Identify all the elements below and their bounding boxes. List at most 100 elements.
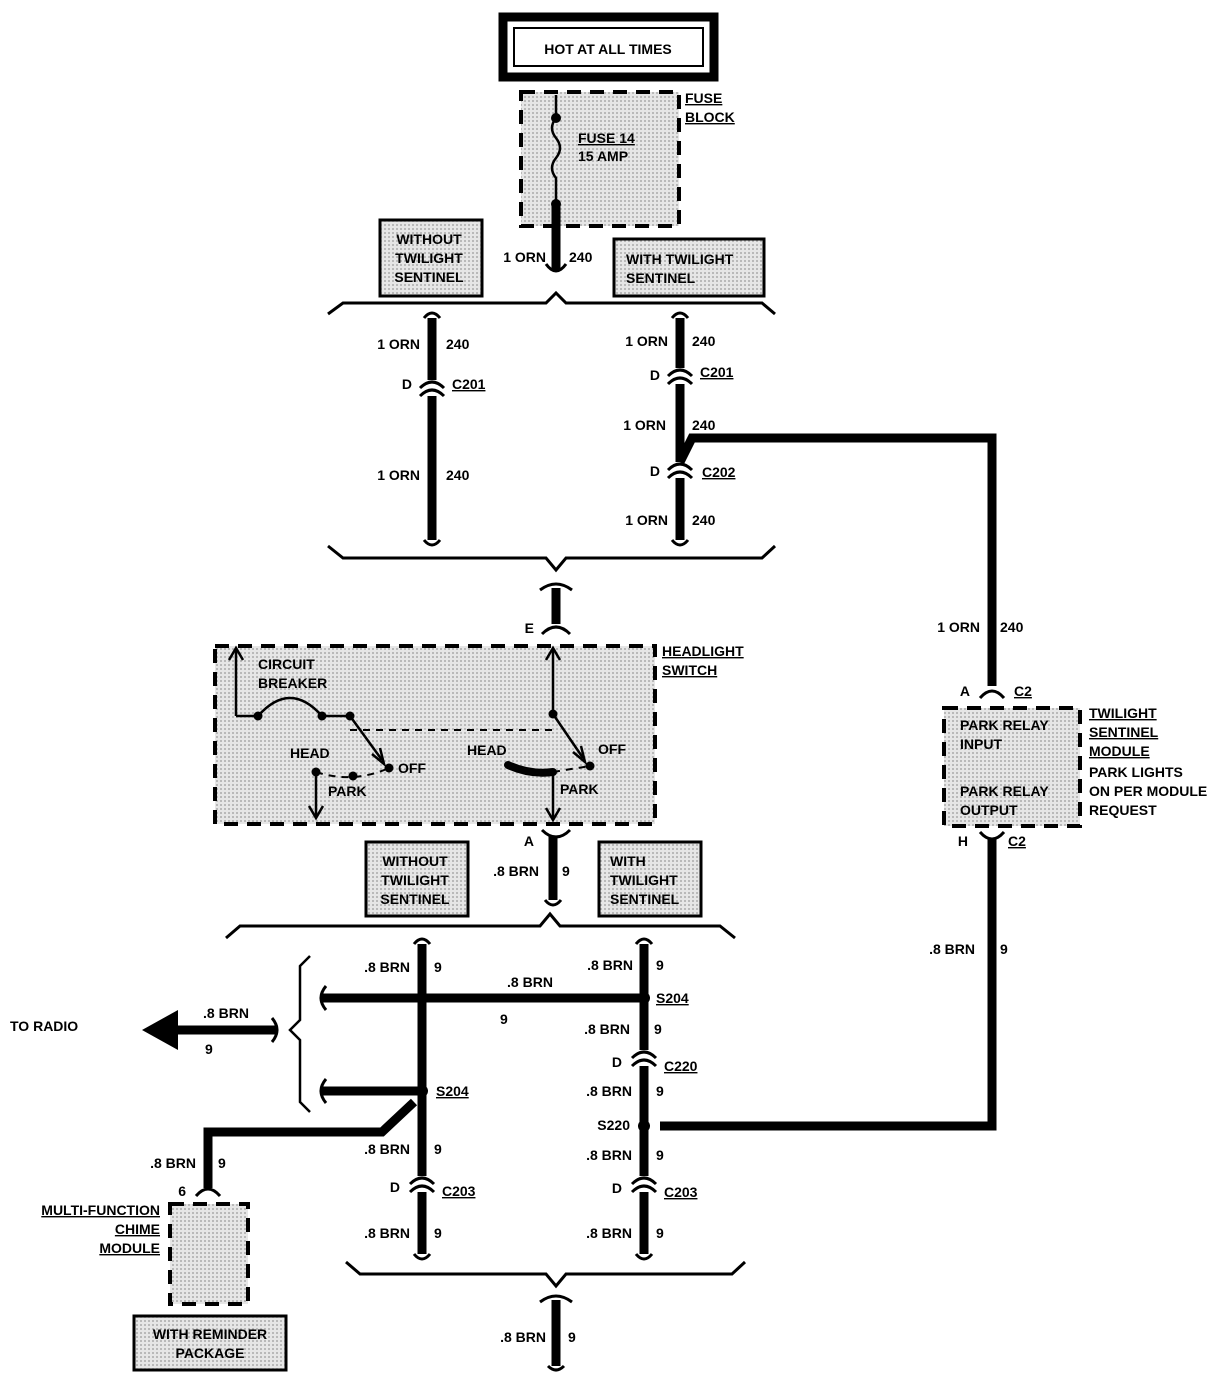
svg-text:9: 9 — [656, 1083, 664, 1099]
connector-c201-right: C201 — [700, 364, 734, 380]
svg-text:1 ORN: 1 ORN — [937, 619, 980, 635]
headlight-switch: HEADLIGHT SWITCH CIRCUIT BREAKER HEAD PA… — [213, 643, 744, 826]
svg-text:SENTINEL: SENTINEL — [394, 269, 464, 285]
svg-text:ON PER MODULE: ON PER MODULE — [1089, 783, 1207, 799]
svg-text:SENTINEL: SENTINEL — [626, 270, 696, 286]
svg-text:WITHOUT: WITHOUT — [396, 231, 462, 247]
radio-label: TO RADIO — [10, 1018, 78, 1034]
svg-text:OFF: OFF — [398, 760, 426, 776]
svg-text:SWITCH: SWITCH — [662, 662, 717, 678]
svg-text:MODULE: MODULE — [99, 1240, 160, 1256]
svg-text:.8 BRN: .8 BRN — [364, 1225, 410, 1241]
svg-text:.8 BRN: .8 BRN — [364, 1141, 410, 1157]
connector-c202: C202 — [702, 464, 736, 480]
connector-c203-right: C203 — [664, 1184, 698, 1200]
svg-text:240: 240 — [692, 512, 716, 528]
svg-text:PARK RELAY: PARK RELAY — [960, 783, 1049, 799]
connector-c220: C220 — [664, 1058, 698, 1074]
svg-text:9: 9 — [654, 1021, 662, 1037]
radio-bracket — [288, 955, 311, 1113]
svg-text:OUTPUT: OUTPUT — [960, 802, 1018, 818]
svg-text:.8 BRN: .8 BRN — [203, 1005, 249, 1021]
svg-text:9: 9 — [656, 1147, 664, 1163]
svg-text:OFF: OFF — [598, 741, 626, 757]
svg-text:9: 9 — [656, 957, 664, 973]
svg-text:.8 BRN: .8 BRN — [150, 1155, 196, 1171]
twilight-sentinel-module: A C2 PARK RELAY INPUT PARK RELAY OUTPUT … — [942, 683, 1207, 849]
svg-text:E: E — [525, 620, 534, 636]
svg-text:REQUEST: REQUEST — [1089, 802, 1157, 818]
svg-text:240: 240 — [692, 333, 716, 349]
svg-text:SENTINEL: SENTINEL — [1089, 724, 1159, 740]
svg-text:D: D — [390, 1179, 400, 1195]
svg-text:.8 BRN: .8 BRN — [586, 1225, 632, 1241]
svg-text:PARK RELAY: PARK RELAY — [960, 717, 1049, 733]
svg-text:C2: C2 — [1014, 683, 1032, 699]
orn-left-column: 1 ORN 240 D C201 1 ORN 240 — [377, 311, 486, 547]
svg-text:1 ORN: 1 ORN — [625, 512, 668, 528]
svg-text:D: D — [612, 1180, 622, 1196]
svg-text:.8 BRN: .8 BRN — [587, 957, 633, 973]
brn-right-column: .8 BRN 9 S204 .8 BRN 9 D C220 .8 BRN 9 S… — [584, 937, 698, 1261]
svg-text:INPUT: INPUT — [960, 736, 1002, 752]
svg-text:PARK LIGHTS: PARK LIGHTS — [1089, 764, 1183, 780]
splice-s204-left: S204 — [436, 1083, 469, 1099]
svg-text:BREAKER: BREAKER — [258, 675, 327, 691]
svg-text:9: 9 — [568, 1329, 576, 1345]
svg-text:9: 9 — [562, 863, 570, 879]
svg-text:.8 BRN: .8 BRN — [500, 1329, 546, 1345]
svg-text:.8 BRN: .8 BRN — [584, 1021, 630, 1037]
splice-s220: S220 — [597, 1117, 630, 1133]
svg-text:MULTI-FUNCTION: MULTI-FUNCTION — [41, 1202, 160, 1218]
wire-label-gauge: 1 ORN — [503, 249, 546, 265]
reminder-package-box: WITH REMINDER PACKAGE — [132, 1314, 288, 1372]
power-source-box: HOT AT ALL TIMES — [498, 12, 719, 82]
variant-brace-lower — [225, 911, 736, 940]
orn-branch-to-twilight — [675, 433, 997, 686]
chime-branch — [203, 1098, 418, 1188]
svg-text:PARK: PARK — [328, 783, 367, 799]
svg-text:HEAD: HEAD — [290, 745, 330, 761]
svg-text:D: D — [402, 376, 412, 392]
svg-text:1 ORN: 1 ORN — [625, 333, 668, 349]
splice-s204-right: S204 — [656, 990, 689, 1006]
svg-text:6: 6 — [178, 1183, 186, 1199]
wire-label-circuit: 240 — [569, 249, 593, 265]
variant-box-without-bottom: WITHOUT TWILIGHT SENTINEL — [364, 840, 470, 918]
svg-text:SENTINEL: SENTINEL — [380, 891, 450, 907]
svg-text:9: 9 — [218, 1155, 226, 1171]
variant-brace-bottom — [345, 1260, 747, 1289]
fuse-block-label-2: BLOCK — [685, 109, 735, 125]
svg-text:A: A — [524, 833, 534, 849]
svg-text:.8 BRN: .8 BRN — [929, 941, 975, 957]
svg-text:TWILIGHT: TWILIGHT — [610, 872, 678, 888]
svg-text:SENTINEL: SENTINEL — [610, 891, 680, 907]
svg-text:CHIME: CHIME — [115, 1221, 160, 1237]
svg-text:CIRCUIT: CIRCUIT — [258, 656, 315, 672]
svg-text:1 ORN: 1 ORN — [377, 467, 420, 483]
svg-text:H: H — [958, 833, 968, 849]
svg-text:HEAD: HEAD — [467, 742, 507, 758]
svg-text:.8 BRN: .8 BRN — [364, 959, 410, 975]
svg-text:MODULE: MODULE — [1089, 743, 1150, 759]
svg-text:TWILIGHT: TWILIGHT — [1089, 705, 1157, 721]
svg-text:A: A — [960, 683, 970, 699]
connector-c203-left: C203 — [442, 1183, 476, 1199]
svg-text:9: 9 — [205, 1041, 213, 1057]
svg-text:D: D — [612, 1054, 622, 1070]
fuse-number: FUSE 14 — [578, 130, 635, 146]
svg-text:D: D — [650, 367, 660, 383]
svg-text:.8 BRN: .8 BRN — [493, 863, 539, 879]
svg-text:PACKAGE: PACKAGE — [176, 1345, 245, 1361]
variant-box-without-top: WITHOUT TWILIGHT SENTINEL — [378, 218, 484, 298]
brn-return-from-twilight — [660, 838, 997, 1131]
chime-module: MULTI-FUNCTION CHIME MODULE — [41, 1202, 250, 1306]
fuse-block-label-1: FUSE — [685, 90, 722, 106]
variant-brace-top — [327, 290, 776, 316]
power-source-label: HOT AT ALL TIMES — [544, 41, 672, 57]
svg-text:9: 9 — [434, 1141, 442, 1157]
variant-brace-middle — [327, 544, 777, 573]
svg-text:WITH: WITH — [610, 853, 646, 869]
svg-text:D: D — [650, 463, 660, 479]
